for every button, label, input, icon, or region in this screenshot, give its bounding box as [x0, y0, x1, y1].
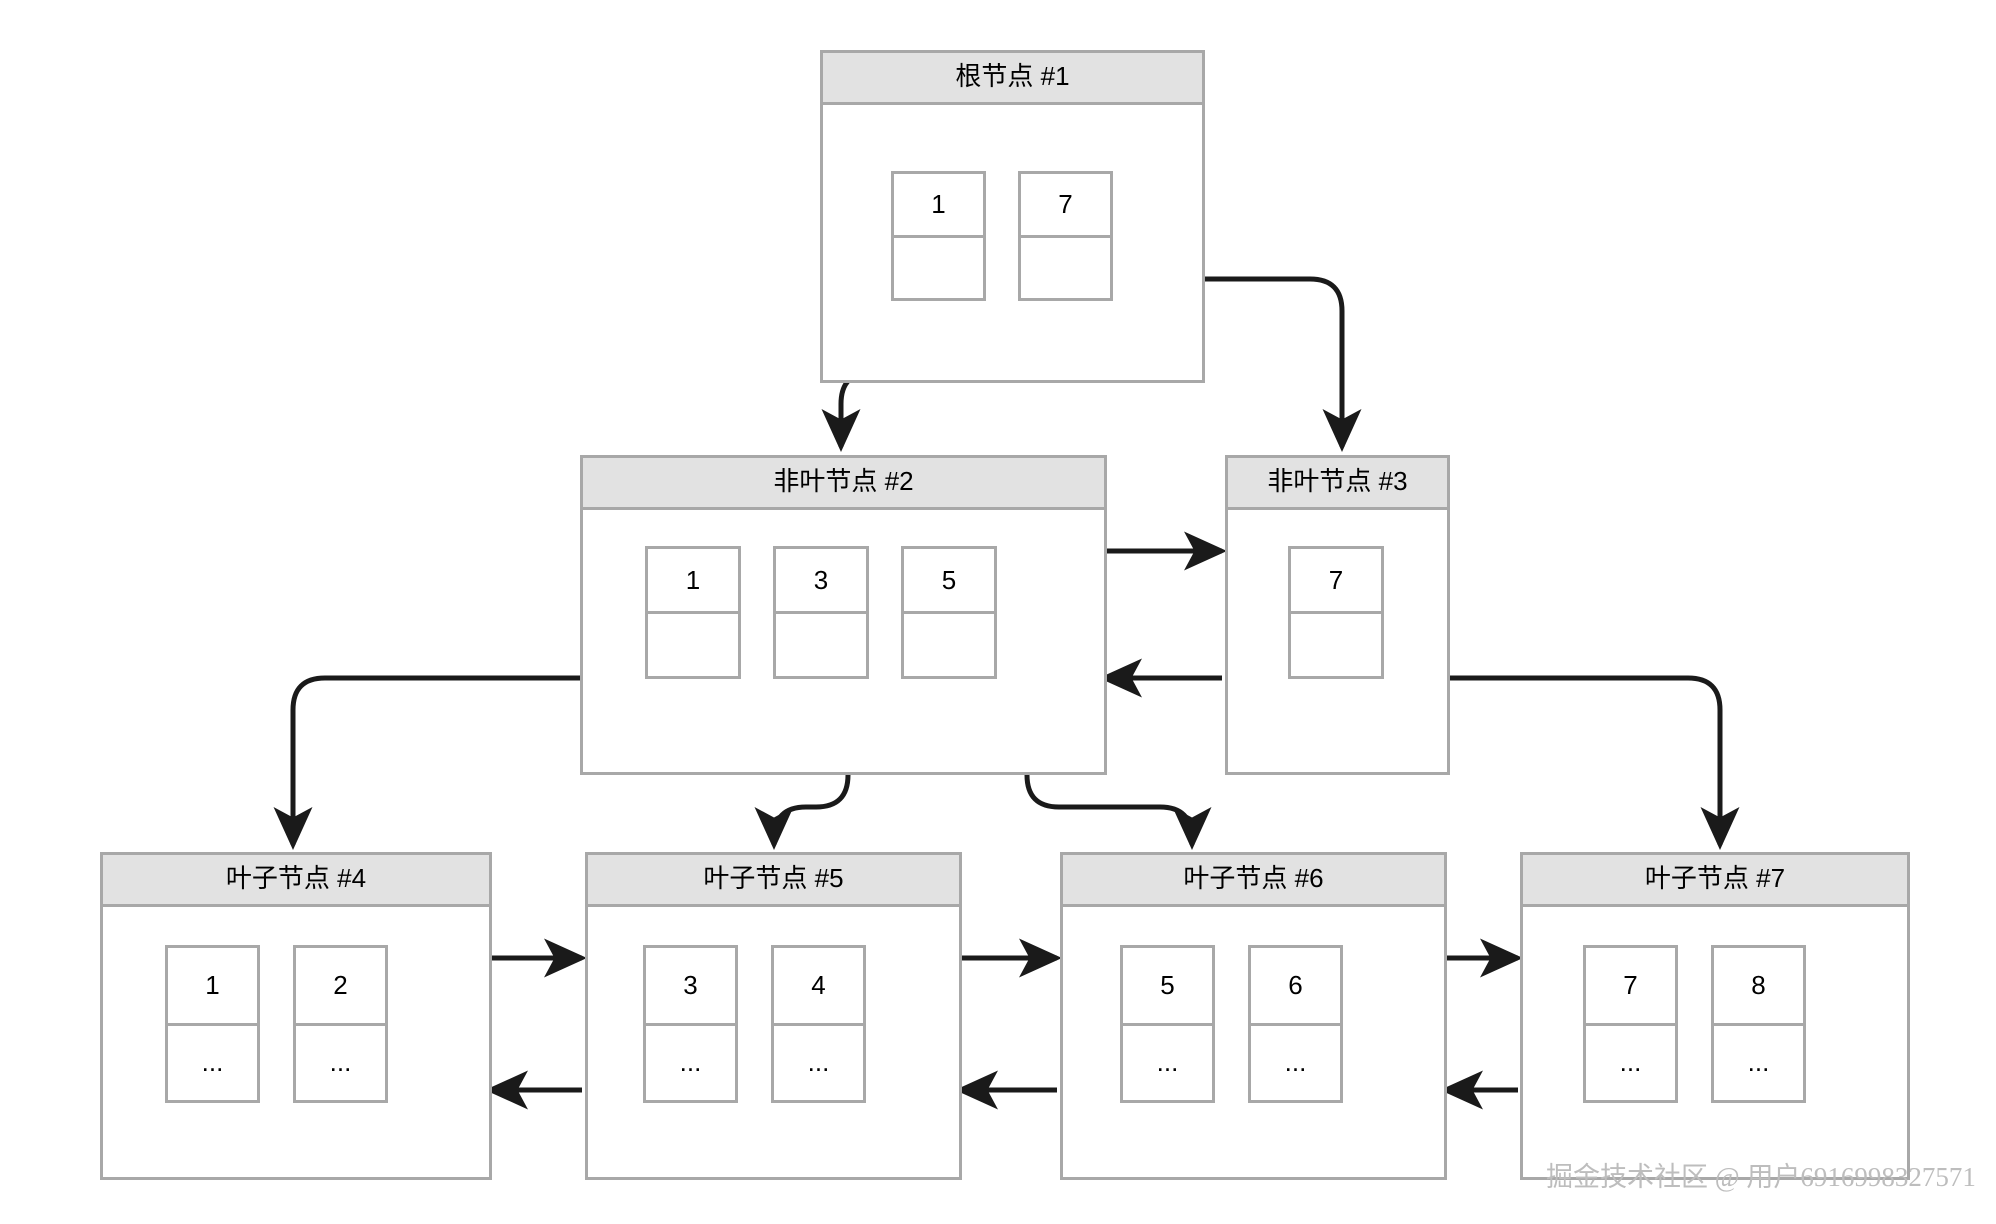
node-leaf-6[interactable]: 叶子节点 #6 5 ... 6 ... — [1060, 852, 1447, 1180]
node-header-leaf-4: 叶子节点 #4 — [103, 855, 489, 907]
node-header-leaf-7: 叶子节点 #7 — [1523, 855, 1907, 907]
node-body-leaf-7: 7 ... 8 ... — [1523, 907, 1907, 1177]
node-internal-2[interactable]: 非叶节点 #2 1 3 5 — [580, 455, 1107, 775]
node-header-internal-3: 非叶节点 #3 — [1228, 458, 1447, 510]
cell-root-1-1[interactable]: 7 — [1018, 171, 1113, 301]
cell-pointer-root-1-1 — [1021, 238, 1110, 299]
node-header-leaf-6: 叶子节点 #6 — [1063, 855, 1444, 907]
cell-key-internal-3-0: 7 — [1291, 549, 1381, 615]
cell-key-leaf-5-0: 3 — [646, 948, 735, 1026]
cell-pointer-internal-2-2 — [904, 614, 994, 676]
node-body-internal-3: 7 — [1228, 510, 1447, 772]
cell-root-1-0[interactable]: 1 — [891, 171, 986, 301]
cell-key-internal-2-0: 1 — [648, 549, 738, 615]
cell-leaf-7-1[interactable]: 8 ... — [1711, 945, 1806, 1103]
cell-key-leaf-7-1: 8 — [1714, 948, 1803, 1026]
cell-pointer-leaf-7-0: ... — [1619, 1047, 1642, 1078]
cell-internal-2-0[interactable]: 1 — [645, 546, 741, 679]
cell-leaf-4-1[interactable]: 2 ... — [293, 945, 388, 1103]
cell-key-root-1-1: 7 — [1021, 174, 1110, 238]
cell-pointer-leaf-6-1: ... — [1284, 1047, 1307, 1078]
cell-internal-2-2[interactable]: 5 — [901, 546, 997, 679]
cell-pointer-leaf-6-0: ... — [1156, 1047, 1179, 1078]
cell-pointer-leaf-7-1: ... — [1747, 1047, 1770, 1078]
cell-key-leaf-5-1: 4 — [774, 948, 863, 1026]
node-internal-3[interactable]: 非叶节点 #3 7 — [1225, 455, 1450, 775]
node-leaf-7[interactable]: 叶子节点 #7 7 ... 8 ... — [1520, 852, 1910, 1180]
cell-pointer-leaf-5-0: ... — [679, 1047, 702, 1078]
cell-key-leaf-6-1: 6 — [1251, 948, 1340, 1026]
node-leaf-4[interactable]: 叶子节点 #4 1 ... 2 ... — [100, 852, 492, 1180]
cell-key-leaf-6-0: 5 — [1123, 948, 1212, 1026]
cell-internal-2-1[interactable]: 3 — [773, 546, 869, 679]
cell-key-root-1-0: 1 — [894, 174, 983, 238]
node-header-leaf-5: 叶子节点 #5 — [588, 855, 959, 907]
cell-pointer-internal-2-1 — [776, 614, 866, 676]
node-body-internal-2: 1 3 5 — [583, 510, 1104, 772]
node-body-leaf-5: 3 ... 4 ... — [588, 907, 959, 1177]
watermark-text: 掘金技术社区 @ 用户6916998327571 — [1546, 1162, 1976, 1192]
cell-pointer-leaf-4-0: ... — [201, 1047, 224, 1078]
cell-key-leaf-4-1: 2 — [296, 948, 385, 1026]
cell-key-leaf-7-0: 7 — [1586, 948, 1675, 1026]
node-body-leaf-6: 5 ... 6 ... — [1063, 907, 1444, 1177]
cell-leaf-6-0[interactable]: 5 ... — [1120, 945, 1215, 1103]
node-leaf-5[interactable]: 叶子节点 #5 3 ... 4 ... — [585, 852, 962, 1180]
cell-pointer-leaf-4-1: ... — [329, 1047, 352, 1078]
node-header-root-1: 根节点 #1 — [823, 53, 1202, 105]
node-header-internal-2: 非叶节点 #2 — [583, 458, 1104, 510]
node-body-root-1: 1 7 — [823, 105, 1202, 380]
cell-key-leaf-4-0: 1 — [168, 948, 257, 1026]
node-root-1[interactable]: 根节点 #1 1 7 — [820, 50, 1205, 383]
cell-key-internal-2-1: 3 — [776, 549, 866, 615]
cell-internal-3-0[interactable]: 7 — [1288, 546, 1384, 679]
node-body-leaf-4: 1 ... 2 ... — [103, 907, 489, 1177]
cell-pointer-internal-2-0 — [648, 614, 738, 676]
cell-pointer-root-1-0 — [894, 238, 983, 299]
cell-leaf-7-0[interactable]: 7 ... — [1583, 945, 1678, 1103]
cell-pointer-leaf-5-1: ... — [807, 1047, 830, 1078]
cell-leaf-4-0[interactable]: 1 ... — [165, 945, 260, 1103]
cell-leaf-5-0[interactable]: 3 ... — [643, 945, 738, 1103]
cell-key-internal-2-2: 5 — [904, 549, 994, 615]
cell-leaf-6-1[interactable]: 6 ... — [1248, 945, 1343, 1103]
cell-pointer-internal-3-0 — [1291, 614, 1381, 676]
cell-leaf-5-1[interactable]: 4 ... — [771, 945, 866, 1103]
